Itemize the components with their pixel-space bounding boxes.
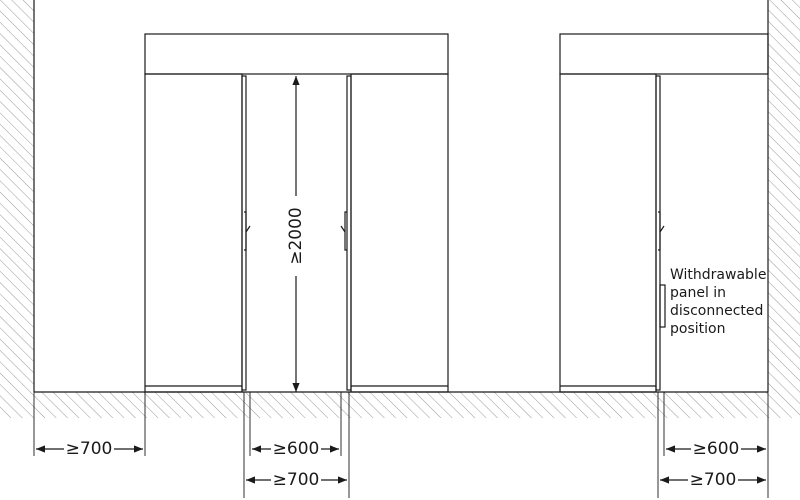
height-label: ≥2000 [286, 207, 306, 265]
floor [0, 392, 800, 418]
note-line: Withdrawable [670, 267, 766, 283]
left-wall-gap-label: ≥700 [66, 439, 113, 459]
cabinet-2-body [350, 73, 449, 393]
withdrawable-note: Withdrawable panel in disconnected posit… [670, 267, 771, 337]
note-line: disconnected [670, 303, 763, 319]
withdrawable-panel [659, 284, 666, 328]
cabinet-2-handle-icon [340, 211, 347, 251]
note-line: panel in [670, 285, 726, 301]
right-inner-gap-label: ≥600 [693, 439, 740, 459]
right-top-housing [559, 33, 769, 75]
left-pair-top-housing [144, 33, 449, 75]
cabinet-2-door-edge [346, 75, 352, 391]
cabinet-1-body [144, 73, 243, 393]
right-wall [768, 0, 800, 392]
centre-inner-gap-label: ≥600 [273, 439, 320, 459]
cabinet-3-body [559, 73, 657, 393]
cabinet-1-handle-icon [244, 211, 251, 251]
left-wall [0, 0, 34, 392]
right-outer-gap-label: ≥700 [690, 470, 737, 490]
note-line: position [670, 321, 725, 337]
cabinet-3-handle-icon [658, 211, 665, 251]
centre-outer-gap-label: ≥700 [273, 470, 320, 490]
